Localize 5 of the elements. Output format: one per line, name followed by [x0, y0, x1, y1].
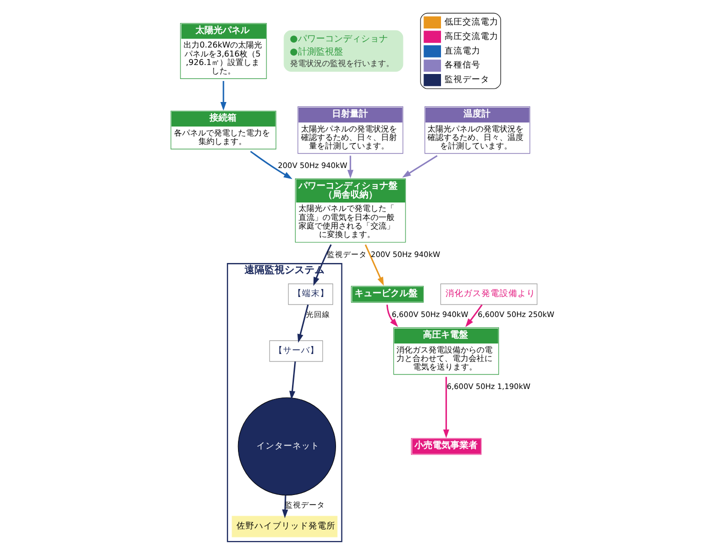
legend-label: 高圧交流電力 [444, 32, 498, 42]
legend-label: 低圧交流電力 [444, 17, 498, 28]
legend-label: 直流電力 [444, 46, 480, 56]
legend-label: 監視データ [444, 75, 489, 86]
legend-label: 各種信号 [444, 60, 480, 71]
